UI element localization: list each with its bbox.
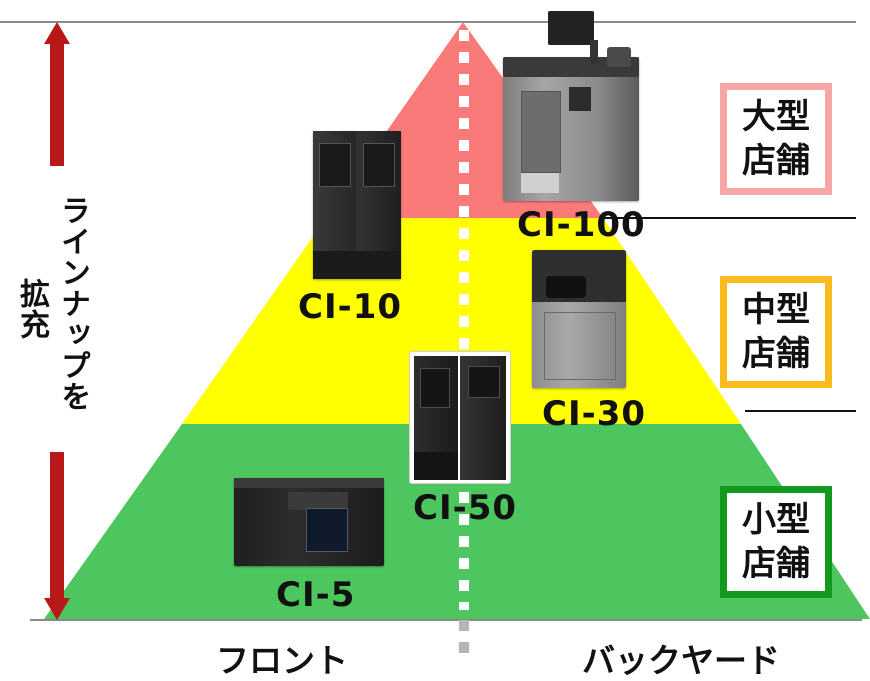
ci100-machine-image (503, 57, 639, 201)
front-label: フロント (216, 641, 348, 680)
axis-label-expand: 拡充 (14, 278, 49, 340)
arrow-upper-shaft (50, 42, 64, 166)
ci5-machine-image (234, 478, 384, 566)
ci100-screen-arm (590, 40, 598, 64)
tier-medium-line2: 店舗 (742, 334, 810, 374)
backyard-label: バックヤード (582, 641, 780, 680)
model-label-ci30: CI-30 (542, 394, 647, 434)
tier-large-line1: 大型 (742, 97, 810, 137)
arrow-down-head (44, 598, 70, 620)
small-store-tier (44, 424, 870, 619)
arrow-up-head (44, 22, 70, 44)
ci10-machine-image (313, 131, 401, 279)
ci50-machine-image (410, 352, 510, 483)
model-label-ci100: CI-100 (517, 205, 646, 245)
tier-small-line1: 小型 (742, 500, 810, 540)
tier-label-medium-store: 中型 店舗 (720, 276, 832, 388)
ci100-side-unit (607, 47, 631, 67)
model-label-ci10: CI-10 (298, 287, 403, 327)
tier-label-small-store: 小型 店舗 (720, 486, 832, 598)
tier-large-line2: 店舗 (742, 141, 810, 181)
tier-label-large-store: 大型 店舗 (720, 83, 832, 195)
model-label-ci5: CI-5 (276, 575, 356, 615)
ci100-touch-screen (548, 11, 594, 45)
arrow-lower-shaft (50, 452, 64, 598)
expansion-arrow (44, 22, 70, 620)
model-label-ci50: CI-50 (413, 488, 518, 528)
ci30-machine-image (532, 250, 626, 388)
tier-medium-line1: 中型 (742, 290, 810, 330)
axis-label-lineup: ラインナップを (55, 195, 90, 412)
tier-small-line2: 店舗 (742, 544, 810, 584)
